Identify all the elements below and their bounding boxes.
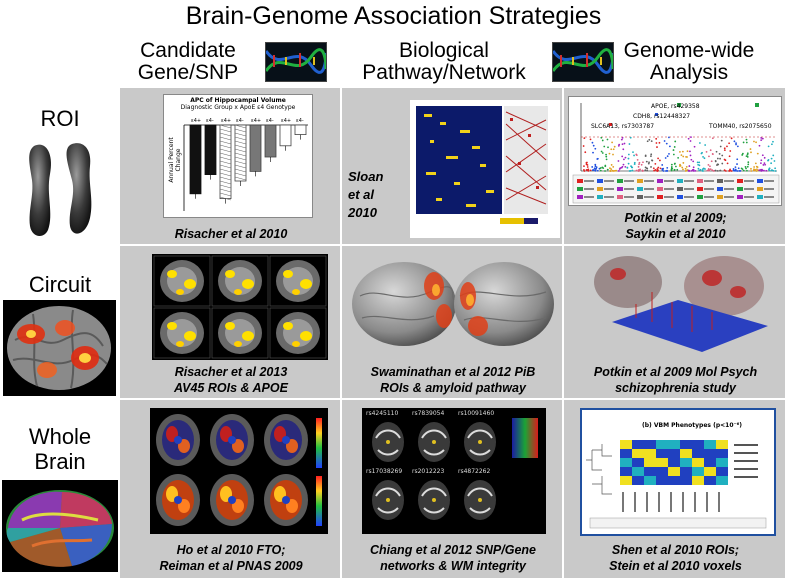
row-label-circuit: Circuit xyxy=(28,272,92,297)
caption-circuit-pathway: Swaminathan et al 2012 PiB ROIs & amyloi… xyxy=(342,364,564,396)
caption-line: Shen et al 2010 ROIs; xyxy=(611,543,740,557)
caption-line: Ho et al 2010 FTO; xyxy=(176,543,286,557)
column-header-line: Candidate xyxy=(140,39,236,62)
row-label-whole-brain: Whole Brain xyxy=(0,424,120,474)
fto-brain-maps xyxy=(150,408,328,534)
row-label-line: Whole xyxy=(28,424,92,449)
snp-label: rs17038269 xyxy=(366,468,403,475)
column-header-line: Gene/SNP xyxy=(137,61,239,84)
heatmap-title: (b) VBM Phenotypes (p<10⁻⁶) xyxy=(642,422,743,429)
column-header-candidate: Candidate Gene/SNP xyxy=(118,40,258,84)
caption-line: Potkin et al 2009; xyxy=(624,211,727,225)
manhattan-label: TOMM40, rs2075650 xyxy=(709,123,772,130)
caption-circuit-candidate: Risacher et al 2013 AV45 ROIs & APOE xyxy=(120,364,342,396)
snp-label: rs4245110 xyxy=(366,410,399,417)
caption-roi-genome: Potkin et al 2009; Saykin et al 2010 xyxy=(564,210,787,242)
caption-roi-candidate: Risacher et al 2010 xyxy=(174,227,288,241)
wm-integrity-slices: rs4245110 rs7839054 rs10091460 rs1703826… xyxy=(362,408,546,534)
caption-line: Risacher et al 2013 xyxy=(174,365,288,379)
caption-circuit-genome: Potkin et al 2009 Mol Psych schizophreni… xyxy=(564,364,787,396)
bar-group-label: ε4- xyxy=(296,118,304,124)
bar-group-label: ε4+ xyxy=(191,118,201,124)
caption-line: 2010 xyxy=(348,205,377,220)
caption-whole-candidate: Ho et al 2010 FTO; Reiman et al PNAS 200… xyxy=(120,542,342,574)
bar-group-label: ε4- xyxy=(206,118,214,124)
bar xyxy=(294,124,307,136)
column-header-line: Biological xyxy=(399,39,489,62)
pib-brain-renderings xyxy=(350,256,556,352)
row-label-line: Brain xyxy=(34,449,86,474)
manhattan-plot: APOE, rs429358 CDH8, rs12448327 SLC6A13,… xyxy=(568,96,782,206)
av45-brain-slices xyxy=(152,254,328,360)
snp-label: rs2012223 xyxy=(412,468,445,475)
hippocampus-image xyxy=(24,140,96,240)
caption-line: ROIs & amyloid pathway xyxy=(380,381,526,395)
dna-helix-image xyxy=(265,42,327,82)
caption-line: AV45 ROIs & APOE xyxy=(174,381,288,395)
column-header-line: Genome-wide xyxy=(623,39,755,62)
caption-line: Potkin et al 2009 Mol Psych xyxy=(593,365,758,379)
caption-line: schizophrenia study xyxy=(615,381,736,395)
caption-line: Swaminathan et al 2012 PiB xyxy=(370,365,536,379)
caption-line: networks & WM integrity xyxy=(380,559,526,573)
caption-whole-pathway: Chiang et al 2012 SNP/Gene networks & WM… xyxy=(342,542,564,574)
bar-chart-subtitle: Diagnostic Group x ApoE ε4 Genotype xyxy=(180,104,296,111)
dna-helix-image xyxy=(552,42,614,82)
manhattan-label: SLC6A13, rs7303787 xyxy=(591,123,655,130)
caption-line: Saykin et al 2010 xyxy=(625,227,726,241)
bar-group-label: ε4+ xyxy=(251,118,261,124)
column-header-pathway: Biological Pathway/Network xyxy=(354,40,534,84)
bar-group-label: ε4- xyxy=(236,118,244,124)
caption-line: et al xyxy=(348,187,375,202)
caption-line: Chiang et al 2012 SNP/Gene xyxy=(369,543,537,557)
circuit-brain-image xyxy=(3,300,116,396)
bar xyxy=(189,124,202,195)
vbm-heatmap-figure: (b) VBM Phenotypes (p<10⁻⁶) xyxy=(580,408,776,536)
caption-whole-genome: Shen et al 2010 ROIs; Stein et al 2010 v… xyxy=(564,542,787,574)
bar-group-label: ε4+ xyxy=(221,118,231,124)
bar xyxy=(249,124,262,172)
parcellated-brain-image xyxy=(2,480,118,572)
column-header-line: Analysis xyxy=(649,61,729,84)
row-label-roi: ROI xyxy=(40,106,80,131)
bar xyxy=(264,124,277,158)
bar-group-label: ε4- xyxy=(266,118,274,124)
bar-chart-plot: ε4+ ε4- ε4+ ε4- ε4+ ε4- ε4+ ε4- xyxy=(183,118,308,211)
bar xyxy=(279,124,292,147)
snp-label: rs7839054 xyxy=(412,410,445,417)
pathway-network-figure xyxy=(410,100,560,238)
caption-line: Sloan xyxy=(348,169,384,184)
snp-label: rs4872262 xyxy=(458,468,491,475)
bar-group-label: ε4+ xyxy=(281,118,291,124)
caption-roi-pathway: Sloan et al 2010 xyxy=(348,168,398,222)
bar-chart-title: APC of Hippocampal Volume xyxy=(190,97,286,104)
manhattan-label: APOE, rs429358 xyxy=(651,103,700,110)
hippocampal-bar-chart: APC of Hippocampal Volume Diagnostic Gro… xyxy=(163,94,313,218)
column-header-genome: Genome-wide Analysis xyxy=(614,40,764,84)
caption-line: Reiman et al PNAS 2009 xyxy=(159,559,303,573)
bar xyxy=(204,124,217,175)
column-header-line: Pathway/Network xyxy=(362,61,526,84)
page-title: Brain-Genome Association Strategies xyxy=(185,2,602,30)
manhattan-label: CDH8, rs12448327 xyxy=(633,113,691,120)
snp-label: rs10091460 xyxy=(458,410,495,417)
caption-line: Stein et al 2010 voxels xyxy=(609,559,742,573)
schizophrenia-brain-figure xyxy=(592,252,768,360)
